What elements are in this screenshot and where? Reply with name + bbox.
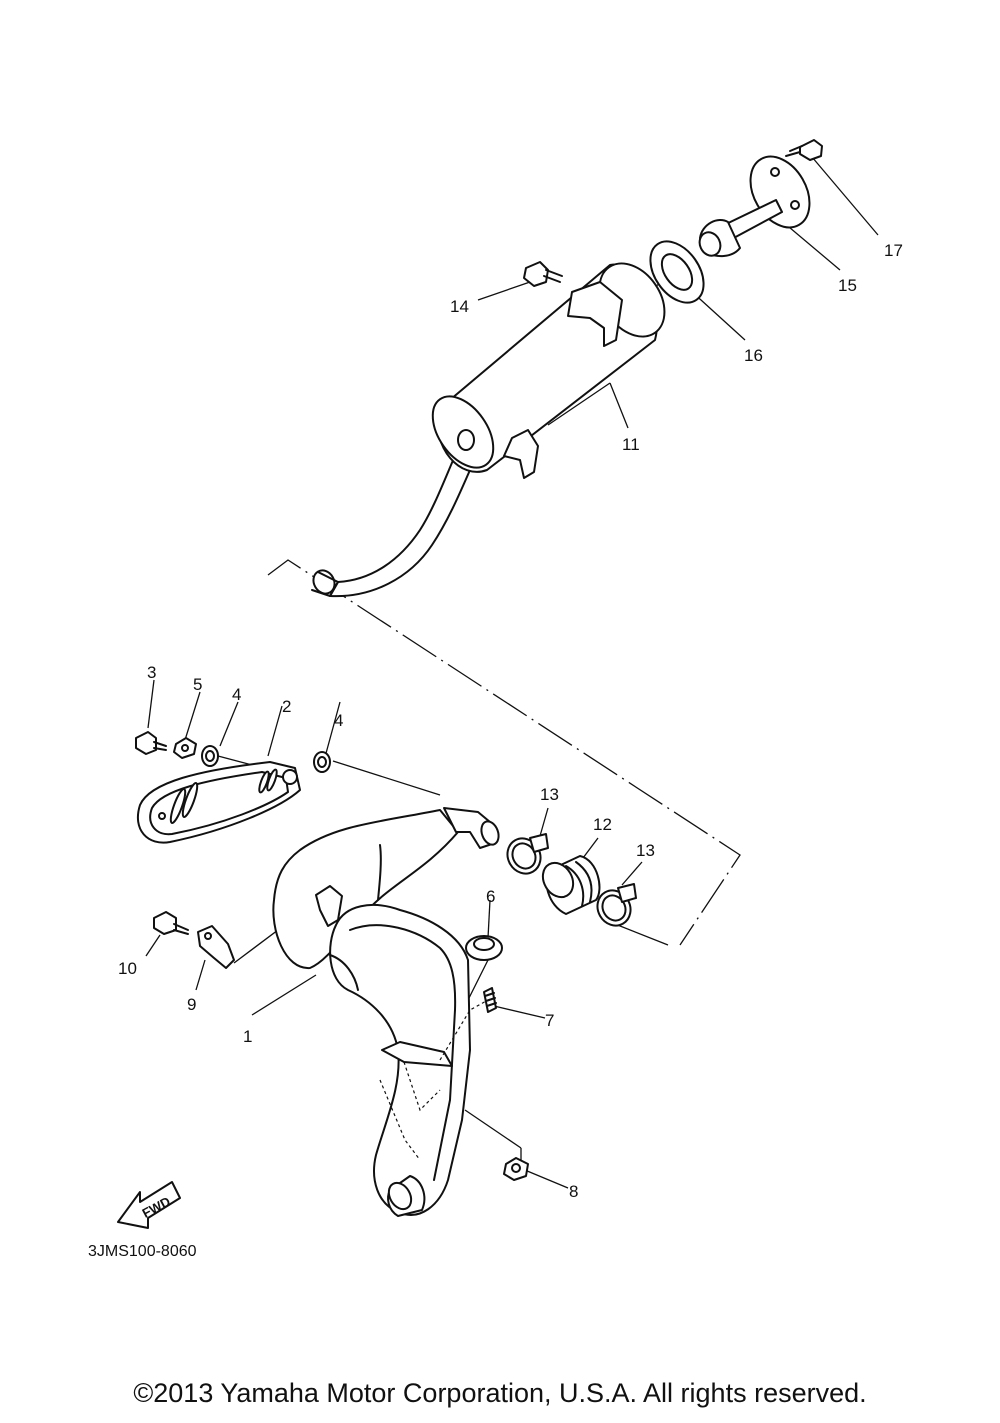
stay-9 — [197, 925, 235, 969]
gasket-16 — [649, 240, 705, 304]
leader-lines — [145, 156, 879, 1189]
callout-2: 2 — [282, 697, 291, 716]
fwd-label: FWD — [140, 1194, 173, 1221]
callout-10: 10 — [118, 959, 137, 978]
callout-12: 12 — [593, 815, 612, 834]
joint-12 — [541, 855, 601, 915]
callout-13a: 13 — [540, 785, 559, 804]
callout-13b: 13 — [636, 841, 655, 860]
callout-1: 1 — [243, 1027, 252, 1046]
clamp-13a — [506, 833, 549, 875]
callout-16: 16 — [744, 346, 763, 365]
collar-4b — [313, 751, 331, 773]
nut-8 — [503, 1157, 529, 1181]
callout-9: 9 — [187, 995, 196, 1014]
callout-5: 5 — [193, 675, 202, 694]
fwd-arrow-icon: FWD — [117, 1181, 181, 1229]
assembly-line — [267, 559, 741, 946]
callout-17: 17 — [884, 241, 903, 260]
exhaust-pipe-1 — [272, 807, 500, 1217]
callout-4a: 4 — [232, 685, 241, 704]
damper-6 — [465, 935, 503, 961]
washer-5 — [173, 737, 197, 759]
clamp-13b — [596, 883, 637, 927]
copyright-notice: ©2013 Yamaha Motor Corporation, U.S.A. A… — [133, 1378, 867, 1408]
bolt-14 — [523, 261, 563, 287]
stud-7 — [483, 987, 497, 1013]
callout-3: 3 — [147, 663, 156, 682]
callout-labels: 1 2 3 4 4 5 6 7 8 9 10 11 12 13 13 14 15… — [118, 241, 903, 1201]
bolt-3 — [135, 731, 167, 755]
callout-8: 8 — [569, 1182, 578, 1201]
callout-11: 11 — [622, 435, 640, 454]
muffler-11 — [311, 262, 666, 598]
collar-4a — [201, 745, 219, 767]
callout-14: 14 — [450, 297, 469, 316]
bolt-10 — [153, 911, 189, 935]
diagram-code: 3JMS100-8060 — [88, 1243, 197, 1260]
bolt-17 — [785, 139, 823, 161]
protector-2 — [137, 761, 301, 844]
tail-pipe-15 — [698, 155, 811, 258]
callout-6: 6 — [486, 887, 495, 906]
callout-15: 15 — [838, 276, 857, 295]
callout-4b: 4 — [334, 711, 343, 730]
callout-7: 7 — [545, 1011, 554, 1030]
